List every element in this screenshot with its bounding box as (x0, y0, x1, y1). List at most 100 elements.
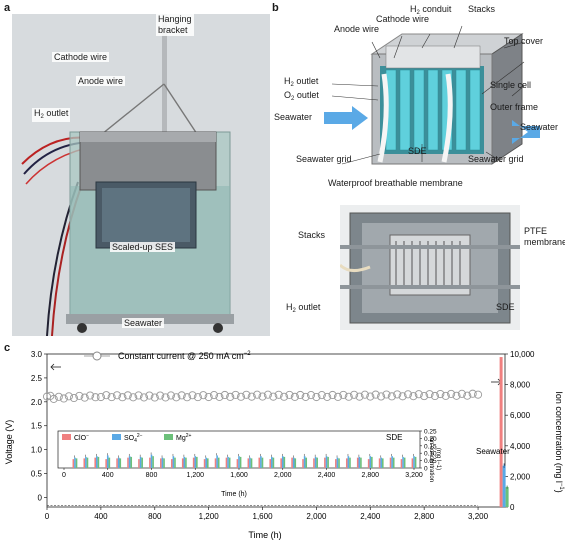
anode-wire-label-b: Anode wire (334, 24, 380, 34)
voltage-point (468, 389, 477, 398)
photo-scaled-ses: Hanging bracket Cathode wire Anode wire … (12, 14, 270, 336)
inset-bar (130, 456, 133, 468)
voltage-point (123, 391, 132, 400)
y-left-tick-label: 2.0 (31, 398, 43, 407)
hanging-bracket-label: Hanging bracket (156, 14, 194, 36)
voltage-point (258, 392, 267, 401)
inset-y-tick-label: 0 (424, 466, 428, 473)
inset-legend-swatch-so4 (112, 434, 121, 440)
o2-outlet-post: outlet (294, 90, 319, 100)
voltage-point (371, 390, 380, 399)
x-tick-label: 1,600 (253, 512, 274, 521)
inset-legend-swatch-mg (164, 434, 173, 440)
inset-bar (139, 456, 142, 468)
voltage-point (393, 390, 402, 399)
inset-bar (314, 456, 317, 468)
voltage-point (403, 390, 413, 399)
inset-bar (302, 459, 304, 468)
inset-bar (261, 457, 264, 468)
o2-outlet-sub: 2 (291, 96, 295, 102)
h2-outlet-sub: 2 (40, 114, 44, 120)
inset-bar (327, 456, 329, 468)
inset-bar (228, 457, 231, 468)
ptfe-label: PTFE membrane (524, 226, 565, 248)
ptfe-line2: membrane (524, 237, 565, 247)
single-cell-label: Single cell (490, 80, 532, 90)
inset-x-tick-label: 2,800 (361, 472, 379, 479)
x-tick-label: 400 (94, 512, 108, 521)
y-right-tick-label: 10,000 (510, 350, 535, 359)
inset-x-tick-label: 1,200 (186, 472, 204, 479)
inset-bar (303, 456, 306, 468)
voltage-point (425, 390, 434, 399)
voltage-point (387, 392, 396, 401)
voltage-point (285, 390, 294, 399)
voltage-point (75, 391, 84, 400)
inset-bar (392, 457, 395, 468)
voltage-point (220, 390, 229, 400)
inset-bar (356, 457, 359, 468)
inset-x-tick-label: 1,600 (230, 472, 248, 479)
inset-bar (402, 456, 404, 468)
h2-outlet-label-b2: H2 outlet (286, 302, 320, 316)
inset-bar (181, 458, 184, 468)
inset-bar (206, 458, 209, 468)
anode-wire-label: Anode wire (76, 76, 126, 86)
inset-bar (391, 456, 393, 468)
photo-scaled-ses-drawing (12, 14, 270, 336)
voltage-point (333, 392, 343, 401)
x-tick-label: 2,400 (360, 512, 381, 521)
inset-legend-mg-sup: 2+ (186, 433, 192, 439)
cathode-wire-label-b: Cathode wire (376, 14, 430, 24)
h2-outlet-b-post: outlet (293, 76, 319, 86)
inset-legend-clo: ClO− (74, 433, 89, 442)
voltage-point (204, 392, 213, 402)
voltage-point (54, 392, 63, 401)
voltage-point (145, 391, 154, 400)
voltage-point (457, 389, 466, 398)
inset-bar (149, 457, 151, 468)
voltage-point (86, 391, 95, 400)
voltage-point (263, 390, 272, 399)
seawater-right-label: Seawater (520, 122, 559, 132)
x-axis-title: Time (h) (248, 530, 281, 540)
inset-bar (347, 456, 350, 468)
inset-bar (227, 456, 229, 468)
y-right-title-pre: Ion concentration (mg l (554, 391, 564, 483)
voltage-point (107, 393, 116, 402)
inset-bar (272, 457, 275, 468)
inset-x-tick-label: 800 (146, 472, 158, 479)
inset-bar (128, 456, 131, 468)
h2-outlet-label-b: H2 outlet (284, 76, 318, 90)
h2-conduit-sub: 2 (416, 10, 420, 16)
inset-bar (389, 457, 392, 468)
inset-x-tick-label: 0 (62, 472, 66, 479)
inset-bar (170, 459, 173, 468)
voltage-point (236, 392, 246, 401)
y-right-tick-label: 6,000 (510, 411, 531, 420)
voltage-point (323, 392, 332, 401)
voltage-point (377, 392, 386, 401)
inset-bar (216, 455, 218, 468)
voltage-point (280, 392, 289, 401)
voltage-point (296, 390, 305, 400)
plot-frame (46, 353, 506, 508)
h2-conduit-pre: H (410, 4, 417, 14)
sde-label-b: SDE (408, 146, 427, 156)
stacks-label-b: Stacks (468, 4, 496, 14)
inset-bar (316, 457, 318, 468)
device-diagram: Anode wire Cathode wire H2 conduit Stack… (272, 4, 562, 194)
inset-bar (214, 458, 217, 468)
voltage-point (366, 392, 375, 401)
voltage-point (199, 391, 208, 400)
inset-legend: ClO− SO42− Mg2+ (62, 433, 192, 444)
y-right-tick-label: 4,000 (510, 442, 531, 451)
inset-bar (358, 456, 361, 468)
voltage-point (414, 390, 423, 399)
voltage-point (96, 392, 105, 402)
inset-bar (280, 458, 282, 468)
voltage-point (64, 392, 73, 401)
y-right-tick-label: 2,000 (510, 472, 531, 481)
inset-bar (338, 458, 340, 468)
